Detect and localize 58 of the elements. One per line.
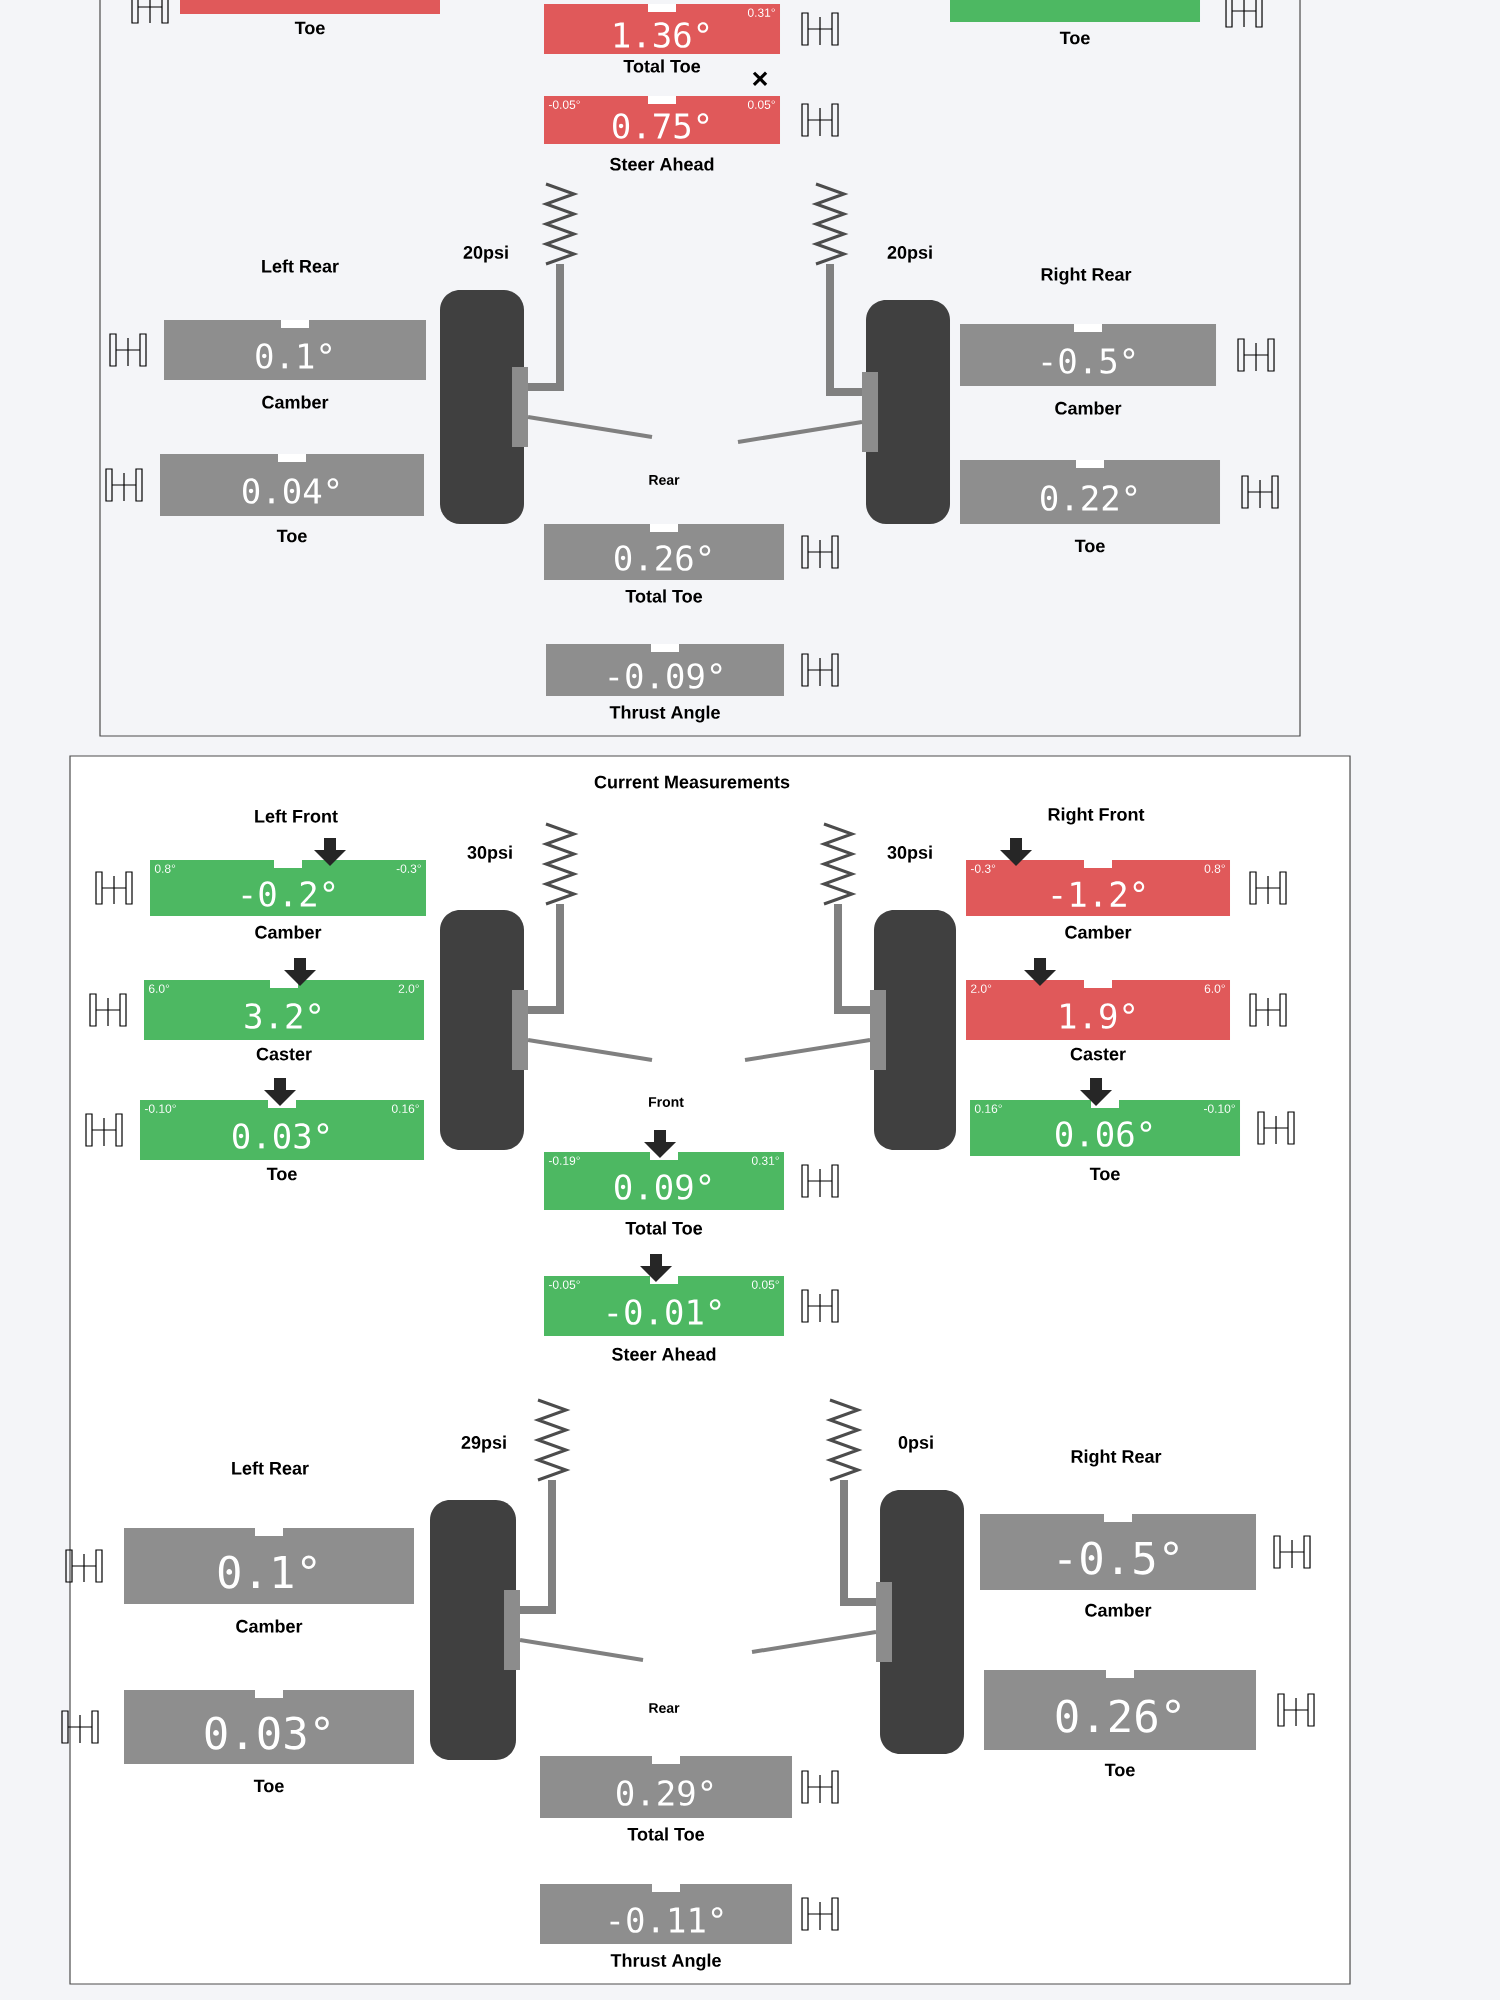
gauge-caption: Camber [1055, 401, 1122, 415]
gauge-caption: Toe [276, 529, 307, 543]
pressure-label: 30psi [467, 845, 512, 863]
panel-title: Current Measurements [594, 775, 790, 789]
reading-value: 0.26° [1056, 1699, 1180, 1733]
reading-value: 0.09° [615, 1174, 711, 1200]
gauge-caption: Toe [266, 1167, 297, 1181]
warning-mark: × [752, 71, 768, 87]
gauge-caption: Toe [294, 21, 325, 35]
gauge-caption: Thrust Angle [610, 1953, 721, 1971]
reading-value: -1.2° [1052, 881, 1145, 907]
reading-value: 0.75° [613, 113, 709, 139]
pressure-label: 20psi [463, 245, 508, 263]
pressure-label: 20psi [887, 245, 932, 263]
gauge-caption: Total Toe [625, 589, 703, 603]
reading-value: -0.2° [242, 881, 335, 907]
reading-value: 1.36° [614, 22, 709, 48]
reading-value: 0.1° [218, 1555, 316, 1589]
wheel-heading: Left Rear [232, 1461, 309, 1475]
reading-value: 1.9° [1061, 1003, 1134, 1029]
gauge-caption: Camber [236, 1619, 303, 1633]
gauge-caption: Toe [1074, 539, 1105, 553]
gauge-caption: Camber [255, 925, 322, 939]
wheel-heading: Right Rear [1071, 1449, 1162, 1467]
reading-value: 0.26° [615, 545, 711, 571]
wheel-heading: Left Rear [262, 259, 339, 273]
reading-value: -0.5° [1059, 1541, 1178, 1575]
reading-value: -0.01° [608, 1299, 721, 1325]
reading-value: -0.5° [1042, 348, 1135, 374]
gauge-caption: Camber [262, 395, 329, 409]
reading-value: 0.06° [1056, 1121, 1152, 1147]
gauge-caption: Toe [253, 1779, 284, 1793]
reading-value: 0.04° [243, 478, 339, 504]
reading-value: 0.29° [617, 1780, 713, 1806]
wheel-heading: Right Rear [1041, 267, 1132, 285]
gauge-caption: Camber [1085, 1603, 1152, 1617]
gauge-caption: Total Toe [623, 59, 701, 73]
reading-value: 3.2° [245, 1003, 320, 1029]
pressure-label: 30psi [887, 845, 932, 863]
gauge-caption: Caster [256, 1047, 312, 1061]
reading-value: 0.22° [1041, 485, 1137, 511]
gauge-caption: Total Toe [625, 1221, 703, 1235]
reading-value: -0.09° [609, 663, 722, 689]
gauge-caption: Total Toe [627, 1827, 705, 1841]
pressure-label: 29psi [461, 1435, 506, 1453]
gauge-caption: Steer Ahead [612, 1347, 716, 1361]
pressure-label: 0psi [898, 1435, 933, 1453]
reading-value: 0.03° [205, 1716, 329, 1750]
gauge-caption: Steer Ahead [610, 157, 714, 171]
gauge-caption: Camber [1065, 925, 1132, 939]
reading-value: 0.03° [233, 1123, 329, 1149]
gauge-caption: Toe [1104, 1763, 1135, 1777]
gauge-caption: Caster [1070, 1047, 1126, 1061]
gauge-caption: Toe [1089, 1167, 1120, 1181]
gauge-caption: Thrust Angle [609, 705, 720, 723]
gauge-caption: Toe [1059, 31, 1090, 45]
reading-value: 0.1° [256, 343, 331, 369]
reading-value: -0.11° [610, 1907, 723, 1933]
